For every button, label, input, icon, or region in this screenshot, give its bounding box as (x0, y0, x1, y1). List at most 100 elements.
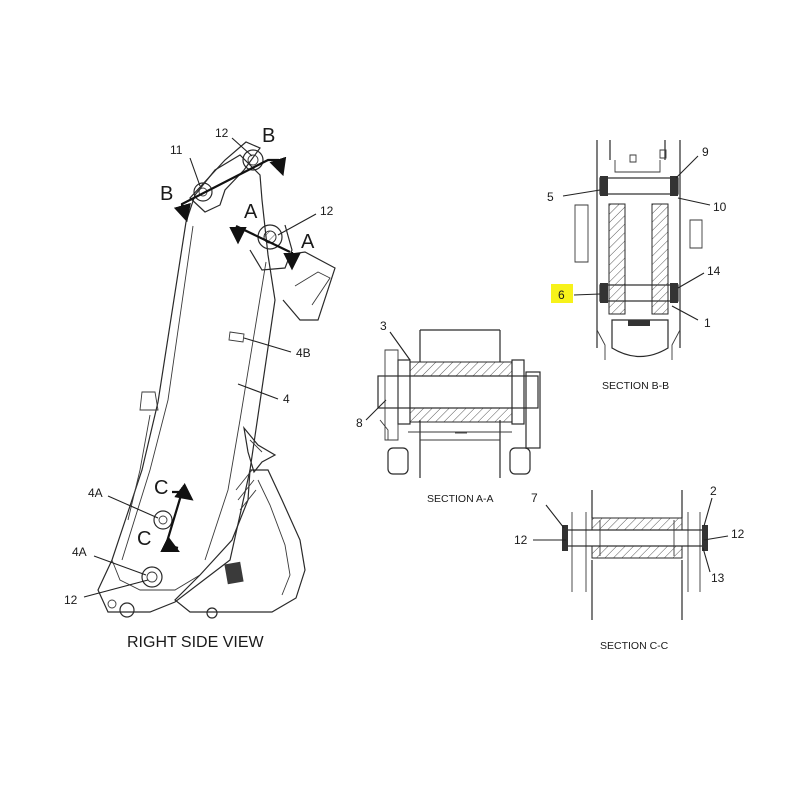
callout-12-top: 12 (215, 126, 229, 140)
leader-12-right (277, 213, 317, 236)
sec-b-bushing-bottom-left (600, 283, 608, 303)
bucket-pin-boss (141, 566, 163, 588)
callout-1: 1 (704, 316, 711, 330)
cylinder-bracket-inner (294, 271, 331, 306)
sec-b-bushing-bottom-right (670, 283, 678, 303)
section-c-cut-line (164, 490, 184, 550)
sec-c-spacers (599, 520, 675, 556)
sec-a-tube-top (419, 329, 501, 362)
sec-a-nut-left (387, 447, 409, 475)
callout-8: 8 (356, 416, 363, 430)
right-side-view-caption: RIGHT SIDE VIEW (127, 634, 265, 651)
callout-10: 10 (713, 200, 727, 214)
leader-6 (573, 293, 601, 296)
leader-3 (389, 331, 411, 361)
callout-13: 13 (711, 571, 725, 585)
stick-rib-side (139, 391, 159, 411)
callout-4B: 4B (296, 346, 311, 360)
bucket-inner-edge (257, 479, 291, 596)
sec-a-nut-right (509, 447, 531, 475)
section-c-c: 7 2 12 12 13 SECTION C-C (514, 484, 745, 652)
sec-a-left-plate (384, 349, 399, 441)
section-a-a: 3 8 SECTION A-A (356, 319, 541, 505)
sec-b-lower-slot (628, 320, 650, 326)
stick-inner-right-edge (204, 261, 267, 561)
lower-bolt-1 (119, 602, 135, 618)
sec-b-lower-side (596, 329, 681, 360)
leader-4A-upper (107, 495, 159, 519)
sec-b-pin-top (599, 177, 679, 195)
stick-inner-left-edge (121, 225, 194, 561)
sec-b-bushing-top-left (600, 176, 608, 196)
leader-4 (237, 383, 279, 400)
callout-12-right: 12 (320, 204, 334, 218)
bucket-outline (174, 469, 306, 613)
callout-3: 3 (380, 319, 387, 333)
leader-1 (671, 305, 699, 321)
callout-11: 11 (170, 143, 183, 157)
bucket-pin (146, 571, 158, 583)
sec-a-bushing-right (511, 359, 525, 425)
section-c-caption: SECTION C-C (600, 640, 669, 652)
section-mark-a-left: A (244, 201, 258, 223)
section-mark-b-top: B (262, 125, 275, 147)
section-b-cut-line (180, 158, 280, 214)
section-mark-c-top: C (154, 477, 168, 499)
right-side-view: B B A A C C 12 11 12 4B 4 4A 4A 12 RIGHT… (64, 125, 336, 651)
top-bracket (189, 141, 261, 213)
leader-12-bottom (83, 579, 149, 598)
section-c-arrow-top (174, 483, 194, 501)
leader-11 (189, 157, 201, 187)
highlight-box-6 (551, 284, 573, 303)
sec-a-tube-bottom (419, 420, 501, 478)
leader-13 (702, 547, 711, 573)
sec-b-outer-frame (596, 140, 681, 348)
sec-a-lower-frame (408, 431, 512, 441)
callout-7: 7 (531, 491, 538, 505)
callout-9: 9 (702, 145, 709, 159)
leader-4B (243, 337, 292, 353)
sec-a-left-detail (379, 419, 389, 440)
callout-5: 5 (547, 190, 554, 204)
stick-rib-lower (111, 559, 201, 591)
callout-12-left-c: 12 (514, 533, 528, 547)
stick-hose-line (127, 414, 151, 521)
sec-b-bushing-top-right (670, 176, 678, 196)
sec-b-side-lugs (574, 204, 703, 263)
top-pin (247, 154, 259, 166)
callout-12-bottom: 12 (64, 593, 78, 607)
callout-4A-upper: 4A (88, 486, 103, 500)
cylinder-bracket (282, 251, 336, 321)
sec-c-bore-bottom (591, 545, 683, 559)
section-mark-c-bottom: C (137, 528, 151, 550)
leader-9 (675, 155, 699, 179)
link-pin-boss (193, 182, 213, 202)
section-b-arrow-left (173, 202, 191, 223)
top-pin-boss (242, 149, 264, 171)
sec-b-top-details (614, 149, 667, 173)
bucket-decal (224, 561, 244, 585)
callout-14: 14 (707, 264, 721, 278)
stick-plate (228, 331, 245, 343)
leader-14 (677, 272, 705, 289)
leader-12-right-c (703, 535, 729, 541)
sec-c-washer-right (702, 525, 708, 551)
callout-4: 4 (283, 392, 290, 406)
callout-4A-lower: 4A (72, 545, 87, 559)
bucket-tooth-inner (249, 439, 263, 453)
leader-5 (562, 189, 601, 197)
bucket-tooth (243, 425, 277, 474)
section-b-caption: SECTION B-B (602, 380, 669, 392)
sec-c-pin (565, 529, 705, 547)
callout-12-right-c: 12 (731, 527, 745, 541)
sec-c-washer-left (562, 525, 568, 551)
sec-a-bushing-left (397, 359, 411, 425)
leader-4A-lower (93, 555, 147, 576)
sec-a-bore-bottom (409, 407, 513, 423)
lower-bolt-3 (107, 599, 117, 609)
sec-c-bore-top (591, 517, 683, 531)
sec-b-lower-cup (611, 319, 669, 358)
bucket-hatch-strip (235, 469, 257, 511)
sec-a-pin (377, 375, 539, 409)
